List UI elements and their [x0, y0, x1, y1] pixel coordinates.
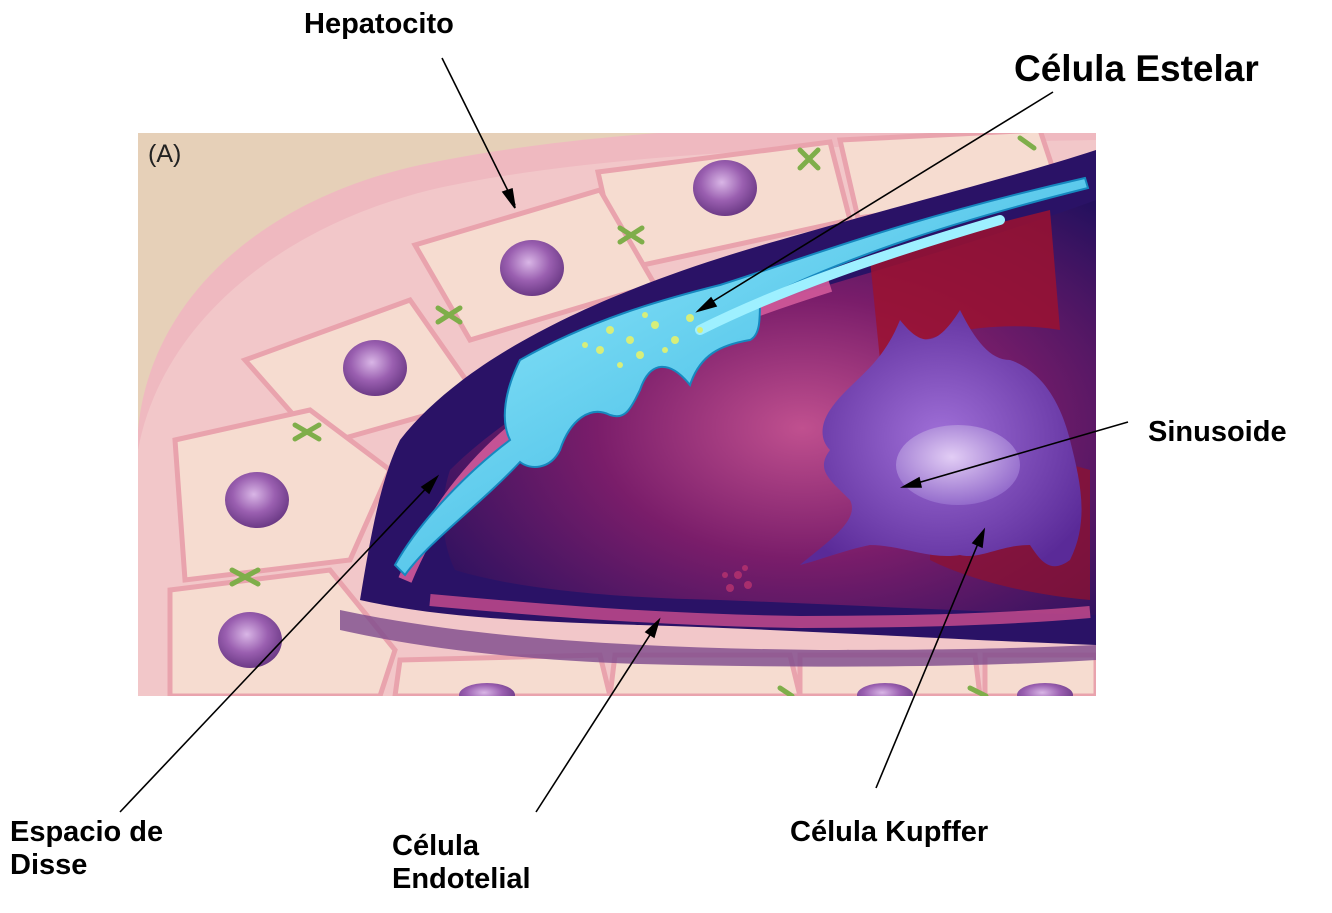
label-celula-estelar: Célula Estelar	[1014, 48, 1259, 91]
label-sinusoide: Sinusoide	[1148, 416, 1287, 449]
illustration-panel	[138, 118, 1096, 707]
panel-label: (A)	[148, 140, 181, 169]
kupffer-nucleus	[896, 425, 1020, 505]
label-celula-kupffer: Célula Kupffer	[790, 816, 988, 849]
label-espacio-de-disse-line1: Espacio de	[10, 816, 163, 849]
label-celula-endotelial-line1: Célula	[392, 830, 531, 863]
label-espacio-de-disse-line2: Disse	[10, 849, 163, 882]
label-celula-endotelial: Célula Endotelial	[392, 830, 531, 897]
label-hepatocito: Hepatocito	[304, 8, 454, 41]
label-celula-endotelial-line2: Endotelial	[392, 863, 531, 896]
label-espacio-de-disse: Espacio de Disse	[10, 816, 163, 883]
